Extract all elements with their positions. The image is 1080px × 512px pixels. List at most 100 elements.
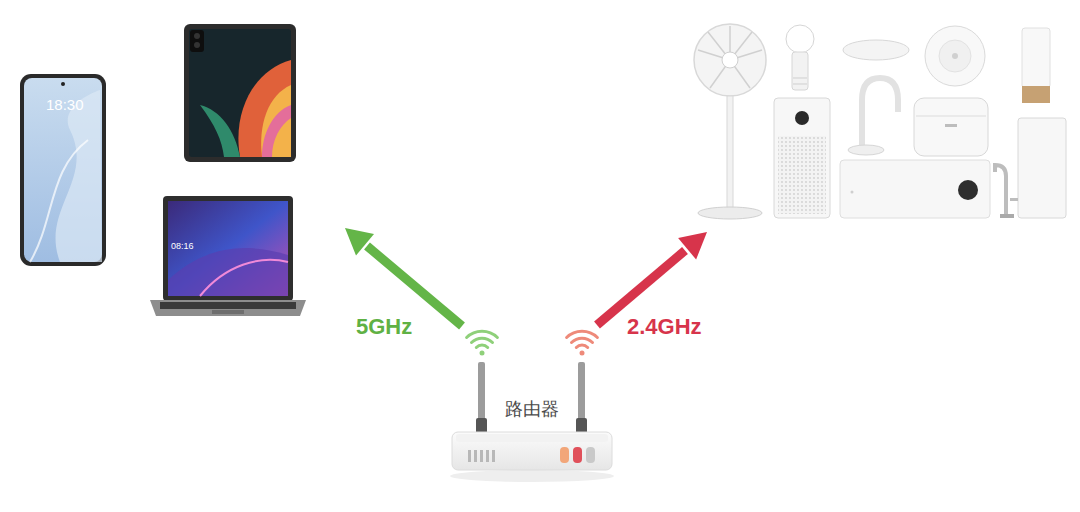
lamp-icon-part [1022,28,1050,88]
wifi-symbol-red-part [580,351,585,356]
tablet-icon [184,24,296,162]
fan-icon-part [698,26,762,88]
laptop-icon-part [163,196,293,301]
wifi-symbol-green-part [472,338,493,342]
water-purifier-icon-part [995,165,1006,218]
wifi-symbol-green [467,331,498,355]
screen-time: 08:16 [171,241,194,251]
band-label-5ghz: 5GHz [356,314,412,339]
phone-icon-part [24,78,102,262]
wifi-symbol-red [567,331,598,355]
gateway-icon [925,26,985,86]
fan-icon-part [694,24,766,96]
water-purifier-icon-part [1010,198,1018,201]
wifi-symbol-red-part [567,331,598,337]
router-icon-part [478,362,485,424]
router-icon-part [573,447,582,463]
band-label-24ghz: 2.4GHz [627,314,702,339]
node-text: 路由器 [505,397,559,421]
rice-cooker-icon-part [945,124,957,127]
router-icon-part-part [492,450,495,462]
air-purifier-icon-part [774,98,830,218]
tablet-icon-part [238,60,291,157]
tablet-icon-part [200,105,240,157]
laptop-icon-part [168,201,288,296]
laptop-icon-part [200,260,288,296]
air-purifier-icon-part [778,136,826,214]
arrow-24ghz [597,232,707,325]
router-icon-part [560,447,569,463]
tablet-icon-part [190,30,204,52]
bulb-icon-part [792,52,808,90]
router-icon-part [468,450,495,462]
lamp-icon-part [1022,86,1050,103]
router-icon-part-part [486,450,489,462]
phone-icon [20,74,106,266]
lamp-icon [1022,28,1050,103]
rice-cooker-icon [914,98,988,156]
router-icon-part-part [468,450,471,462]
tablet-icon-part [261,85,291,157]
laptop-icon [150,196,306,316]
phone-icon-part [61,82,65,86]
router-icon-part [456,434,608,442]
rice-cooker-icon-part [914,98,988,156]
desk-lamp-icon-part [848,145,884,155]
rice-cooker-icon-part [916,116,986,117]
fan-icon-part [727,96,733,208]
fan-icon [694,24,766,219]
water-purifier-icon-part [1018,118,1066,218]
appliance-box-icon-part [851,191,854,194]
fan-icon-part [722,52,738,68]
appliance-box-icon-part [840,160,990,218]
tablet-icon-part [189,29,291,157]
bulb-icon [786,25,814,90]
air-purifier-icon-part [795,111,809,125]
appliance-box-icon-part [958,180,978,200]
laptop-icon-part [168,248,288,296]
wifi-symbol-red-part [576,345,587,347]
bulb-icon-part [793,78,807,79]
arrow-24ghz-part [597,251,685,326]
tablet-icon-part [194,42,200,48]
arrow-24ghz-part [678,232,707,260]
tablet-icon-part [194,33,200,39]
phone-icon-part [30,140,88,262]
laptop-icon-part [212,310,244,314]
gateway-icon-part [925,26,985,86]
appliance-box-icon [840,160,990,218]
router-icon-part-part [480,450,483,462]
tablet-icon-part [184,24,296,162]
desk-lamp-icon-part [862,78,898,148]
phone-icon-part [20,74,106,266]
bulb-icon-part [793,84,807,85]
wifi-symbol-red-part [572,338,593,342]
router-icon [450,362,614,482]
air-purifier-icon [774,98,830,218]
router-label: 路由器 [501,395,563,423]
laptop-icon-part [150,300,306,316]
router-icon-part [450,470,614,482]
gateway-icon-part [939,40,971,72]
bulb-icon-part [786,25,814,53]
water-purifier-icon-part [1000,214,1014,218]
router-icon-part [586,447,595,463]
wifi-symbol-green-part [467,331,498,337]
laptop-icon-part [160,302,296,309]
wifi-symbol-green-part [480,351,485,356]
gateway-icon-part [952,53,958,59]
router-icon-part-part [474,450,477,462]
fan-icon-part [698,207,762,219]
screen-time: 18:30 [46,96,84,113]
desk-lamp-icon [848,78,898,155]
wifi-symbol-green-part [476,345,487,347]
arrow-5ghz [345,228,462,326]
ceiling-light-icon [843,40,909,60]
water-purifier-icon [995,118,1066,218]
phone-icon-part [56,90,102,262]
arrow-5ghz-part [345,228,374,255]
ceiling-light-icon-part [843,40,909,60]
router-icon-part [578,362,585,424]
